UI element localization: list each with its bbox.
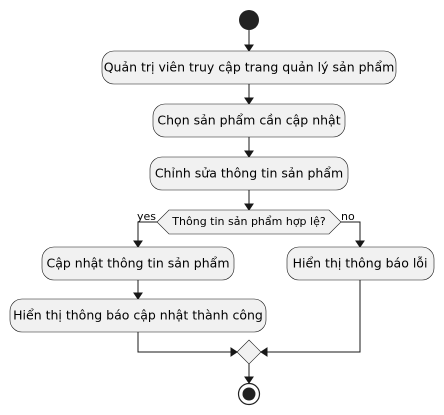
arrowhead (260, 347, 268, 357)
arrowhead (244, 376, 254, 384)
branch-no-label: no (341, 210, 355, 223)
edge-success-to-merge (137, 332, 231, 353)
edge-decision-to-error (341, 221, 361, 241)
arrowhead (133, 240, 143, 248)
arrowhead (133, 292, 143, 300)
decision-condition-label: Thông tin sản phẩm hợp lệ? (171, 215, 326, 228)
start-node (239, 10, 259, 30)
activity-update-label: Cập nhật thông tin sản phẩm (46, 256, 229, 271)
activity-update: Cập nhật thông tin sản phẩm (41, 246, 235, 281)
activity-access-label: Quản trị viên truy cập trang quản lý sản… (104, 60, 395, 75)
activity-notify-success: Hiển thị thông báo cập nhật thành công (9, 298, 267, 333)
activity-notify-error: Hiển thị thông báo lỗi (286, 246, 435, 281)
arrowhead (244, 203, 254, 211)
activity-edit-label: Chỉnh sửa thông tin sản phẩm (155, 166, 343, 181)
arrowhead (230, 347, 238, 357)
activity-select: Chọn sản phẩm cần cập nhật (152, 103, 346, 138)
end-node (237, 382, 261, 406)
arrowhead (244, 150, 254, 158)
edge-decision-to-update (137, 221, 157, 241)
merge-node (236, 339, 262, 365)
arrowhead (355, 240, 365, 248)
edge-error-to-merge (267, 280, 361, 353)
branch-yes-label: yes (137, 210, 156, 223)
activity-edit: Chỉnh sửa thông tin sản phẩm (149, 156, 349, 191)
activity-notify-error-label: Hiển thị thông báo lỗi (293, 256, 428, 271)
activity-notify-success-label: Hiển thị thông báo cập nhật thành công (13, 308, 263, 323)
decision-valid: Thông tin sản phẩm hợp lệ? (156, 209, 342, 235)
arrowhead (244, 97, 254, 105)
activity-access: Quản trị viên truy cập trang quản lý sản… (101, 50, 397, 85)
activity-select-label: Chọn sản phẩm cần cập nhật (157, 113, 340, 128)
arrowhead (244, 44, 254, 52)
